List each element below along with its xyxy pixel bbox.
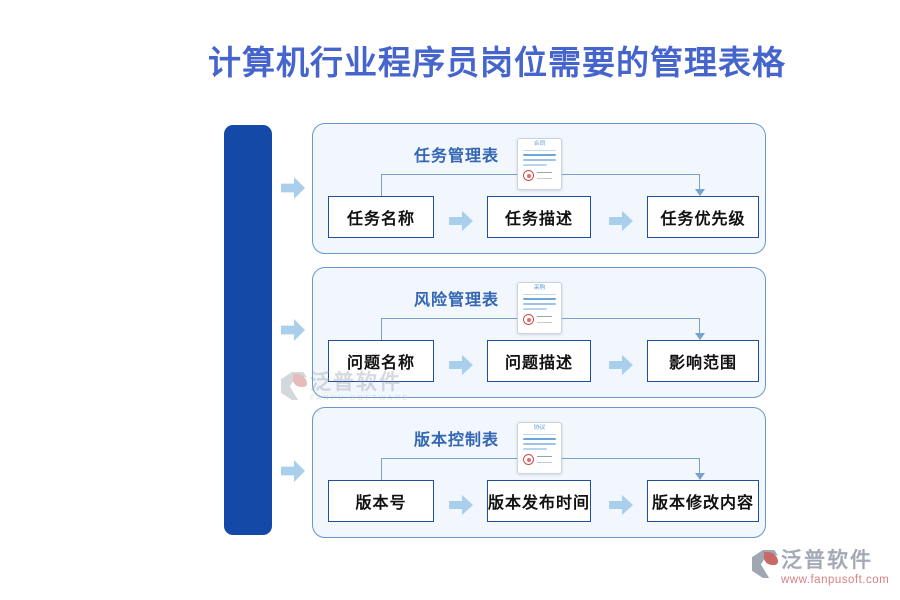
watermark-center: 泛普软件 FANPU SOFTWARE: [281, 372, 410, 402]
connector-arrowhead-icon: [695, 189, 705, 196]
connector-arrowhead-icon: [695, 473, 705, 480]
red-seal-icon: [523, 170, 534, 181]
flow-box: 问题描述: [487, 340, 591, 382]
flow-right-arrow-icon: [609, 210, 633, 232]
red-seal-icon: [523, 314, 534, 325]
watermark-url: www.fanpusoft.com: [781, 574, 890, 586]
connector-arrowhead-icon: [695, 333, 705, 340]
panel-title: 风险管理表: [414, 292, 500, 309]
flow-box: 任务名称: [328, 196, 434, 238]
document-label: 协议: [533, 424, 546, 431]
document-label: 合同: [533, 140, 546, 147]
signature-marks: [537, 456, 552, 463]
flow-box: 任务描述: [487, 196, 591, 238]
red-seal-icon: [523, 454, 534, 465]
document-icon: 合同: [517, 138, 562, 190]
fanpu-logo-icon: [752, 550, 778, 578]
flow-right-arrow-icon: [449, 494, 473, 516]
document-icon: 协议: [517, 422, 562, 474]
document-label: 采购: [533, 284, 546, 291]
connector-line: [699, 318, 701, 334]
flow-box: 版本修改内容: [647, 480, 759, 522]
flow-right-arrow-icon: [281, 318, 305, 342]
flow-box: 版本号: [328, 480, 434, 522]
watermark-subtitle: FANPU SOFTWARE: [310, 395, 410, 402]
left-accent-bar: [224, 125, 272, 535]
flow-box: 版本发布时间: [487, 480, 591, 522]
flow-right-arrow-icon: [609, 494, 633, 516]
flow-box: 任务优先级: [647, 196, 759, 238]
fanpu-logo-icon: [281, 372, 307, 400]
connector-line: [381, 458, 383, 481]
watermark-bottom-right: 泛普软件 www.fanpusoft.com: [752, 550, 889, 586]
watermark-brand: 泛普软件: [781, 549, 873, 572]
signature-marks: [537, 316, 552, 323]
panel-task-management: 任务管理表 合同 任务名称 任务描述 任务优先级: [312, 123, 766, 254]
flow-right-arrow-icon: [449, 210, 473, 232]
connector-line: [699, 458, 701, 474]
flow-right-arrow-icon: [281, 459, 305, 483]
panel-title: 任务管理表: [414, 148, 500, 165]
flow-box: 问题名称: [328, 340, 434, 382]
document-icon: 采购: [517, 282, 562, 334]
flow-right-arrow-icon: [449, 354, 473, 376]
signature-marks: [537, 172, 552, 179]
panel-risk-management: 风险管理表 采购 问题名称 问题描述 影响范围: [312, 267, 766, 398]
flow-right-arrow-icon: [609, 354, 633, 376]
connector-line: [699, 174, 701, 190]
watermark-brand: 泛普软件: [310, 371, 402, 394]
page-title: 计算机行业程序员岗位需要的管理表格: [208, 46, 786, 82]
flow-box: 影响范围: [647, 340, 759, 382]
flow-right-arrow-icon: [281, 176, 305, 200]
connector-line: [381, 318, 383, 341]
connector-line: [381, 174, 383, 197]
panel-version-control: 版本控制表 协议 版本号 版本发布时间 版本修改内容: [312, 407, 766, 538]
panel-title: 版本控制表: [414, 432, 500, 449]
